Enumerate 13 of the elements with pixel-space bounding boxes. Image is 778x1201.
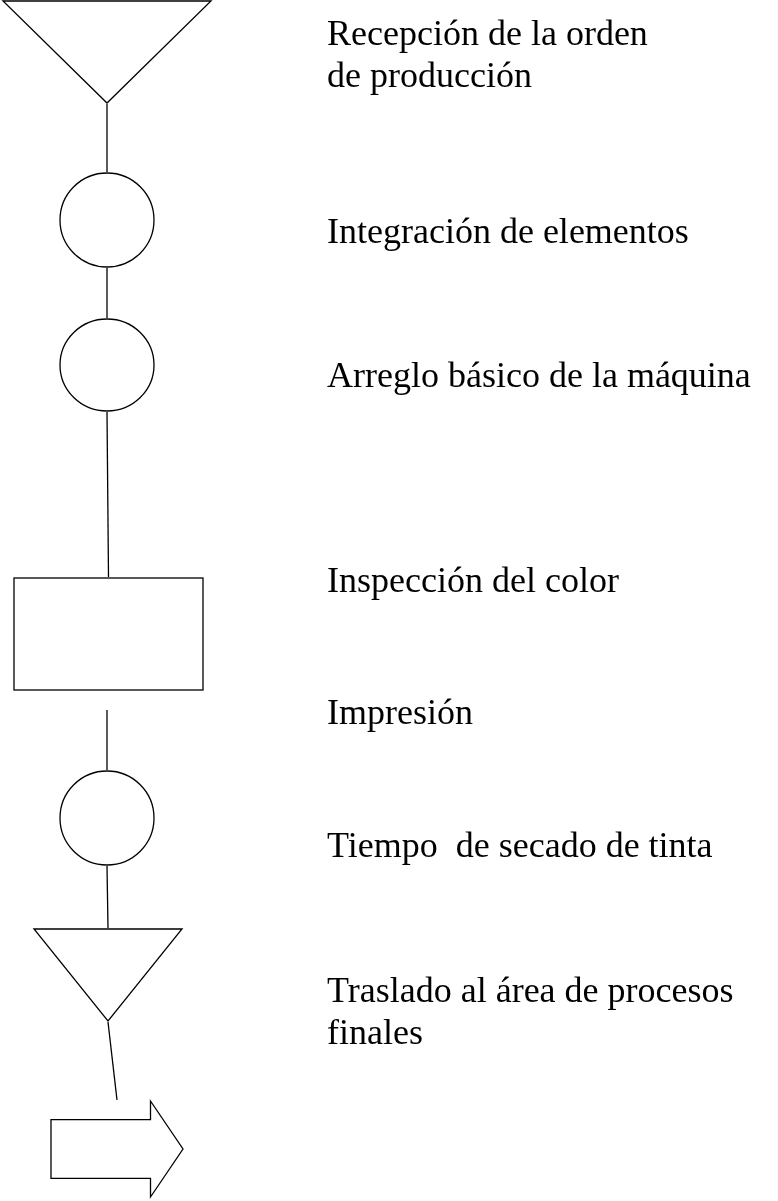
step-description: Integración de elementos	[327, 210, 690, 252]
step-description: Tiempo de secado de tinta	[327, 824, 714, 866]
step-description: Inspección del color	[327, 559, 620, 601]
connector-line	[106, 103, 108, 173]
connector-line	[107, 1021, 118, 1101]
connector-line	[106, 411, 110, 578]
step-description: Arreglo básico de la máquina	[327, 354, 752, 396]
connector-line	[106, 865, 109, 929]
connector-line	[106, 709, 108, 771]
step-description: Impresión	[327, 691, 474, 733]
step-description: Traslado al área de procesos finales	[327, 969, 735, 1053]
connector-line	[106, 267, 108, 319]
step-description: Recepción de la orden de producción	[327, 12, 649, 96]
